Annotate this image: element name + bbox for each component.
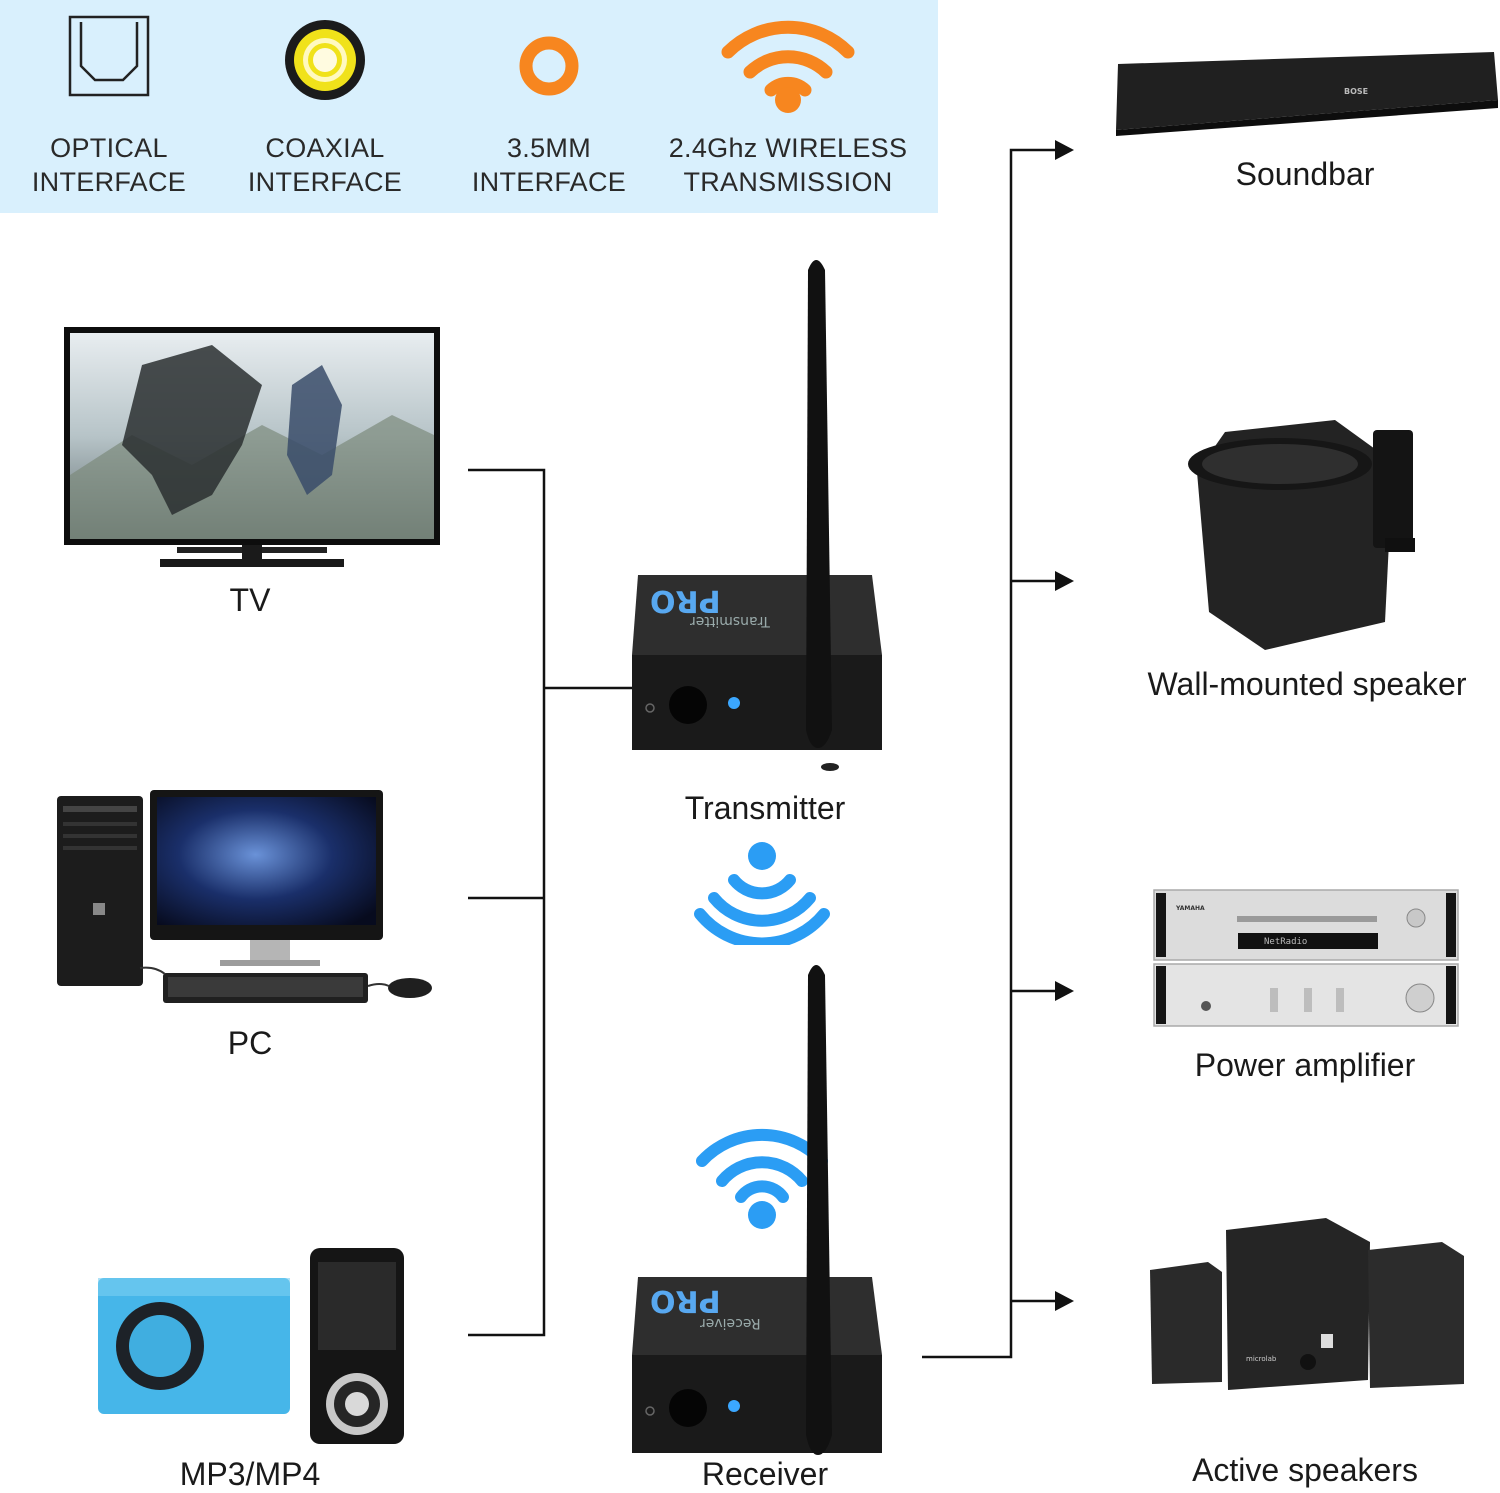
output-label-active-speakers: Active speakers bbox=[1192, 1452, 1418, 1488]
receiver-device bbox=[632, 965, 882, 1455]
transmitter-label: Transmitter bbox=[684, 790, 846, 826]
mp3-player-icon bbox=[98, 1248, 404, 1444]
arrow-wall-speaker bbox=[1055, 571, 1074, 591]
source-label-pc: PC bbox=[227, 1025, 273, 1061]
soundbar-icon: BOSE bbox=[1116, 52, 1498, 136]
interface-optical-line1: OPTICAL bbox=[50, 133, 168, 163]
amplifier-display-text: NetRadio bbox=[1264, 937, 1307, 947]
interface-optical-line2: INTERFACE bbox=[31, 167, 187, 197]
output-label-wall-speaker: Wall-mounted speaker bbox=[1147, 666, 1467, 702]
interface-wireless-line2: TRANSMISSION bbox=[683, 167, 893, 197]
output-label-amplifier: Power amplifier bbox=[1194, 1047, 1416, 1083]
arrow-amplifier bbox=[1055, 981, 1074, 1001]
optical-port-icon bbox=[68, 15, 150, 97]
interface-wireless-line1: 2.4Ghz WIRELESS bbox=[668, 133, 908, 163]
output-bus-line bbox=[922, 148, 1056, 1359]
wifi-icon bbox=[721, 20, 855, 113]
interface-coaxial-line1: COAXIAL bbox=[265, 133, 385, 163]
amplifier-icon: NetRadio YAMAHA bbox=[1153, 889, 1459, 1027]
receiver-body-text: Receiver bbox=[700, 1315, 761, 1331]
pc-icon bbox=[57, 790, 432, 1003]
receiver-label: Receiver bbox=[701, 1456, 829, 1492]
receiver-logo: PRO bbox=[650, 1283, 721, 1318]
transmitter-device bbox=[632, 260, 882, 771]
soundbar-brand: BOSE bbox=[1344, 87, 1368, 96]
signal-out-icon bbox=[694, 842, 830, 945]
interface-35mm-line2: INTERFACE bbox=[471, 167, 627, 197]
source-label-tv: TV bbox=[229, 582, 271, 618]
active-speakers-icon: microlab bbox=[1150, 1218, 1464, 1390]
interface-35mm-line1: 3.5MM bbox=[506, 133, 592, 163]
amplifier-brand: YAMAHA bbox=[1175, 905, 1205, 912]
transmitter-body-text: Transmitter bbox=[690, 613, 770, 629]
coaxial-port-icon bbox=[285, 20, 365, 100]
source-bus-line bbox=[468, 468, 546, 1337]
arrow-soundbar bbox=[1055, 140, 1074, 160]
tv-icon bbox=[64, 327, 440, 567]
interface-wireless: 2.4Ghz WIRELESS TRANSMISSION bbox=[660, 0, 916, 213]
output-label-soundbar: Soundbar bbox=[1235, 156, 1375, 192]
speakers-brand: microlab bbox=[1246, 1355, 1277, 1363]
interface-optical: OPTICAL INTERFACE bbox=[20, 0, 198, 213]
interface-35mm: 3.5MM INTERFACE bbox=[460, 0, 638, 213]
wall-speaker-icon bbox=[1188, 420, 1415, 650]
source-label-mp3: MP3/MP4 bbox=[179, 1456, 321, 1492]
audio-jack-icon bbox=[519, 36, 579, 96]
arrow-active-speakers bbox=[1055, 1291, 1074, 1311]
interface-coaxial-line2: INTERFACE bbox=[247, 167, 403, 197]
interface-coaxial: COAXIAL INTERFACE bbox=[236, 0, 414, 213]
